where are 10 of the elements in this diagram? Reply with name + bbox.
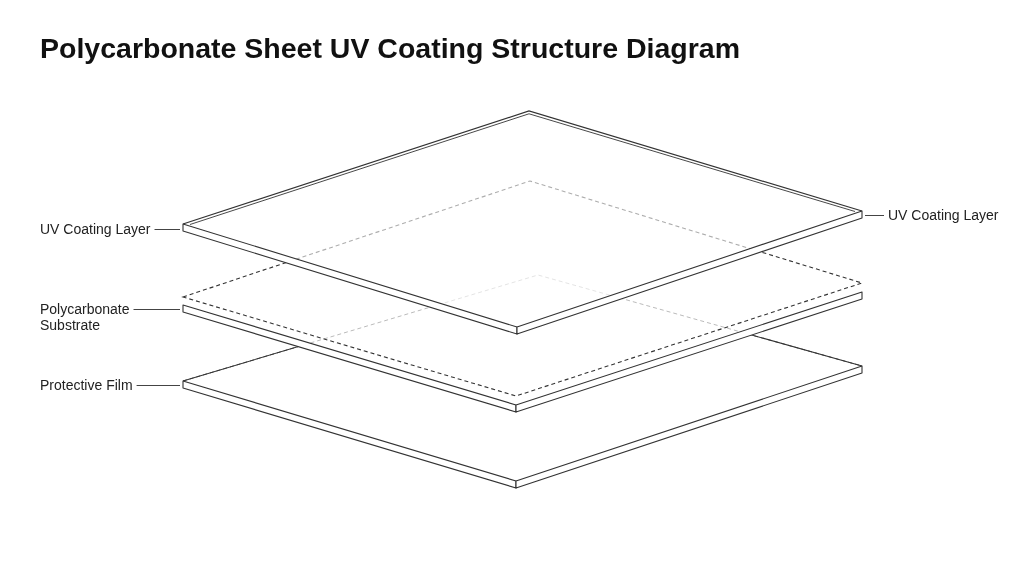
leader-line — [133, 309, 181, 310]
layer-label: Protective Film — [40, 377, 133, 393]
diagram-title: Polycarbonate Sheet UV Coating Structure Diagram — [40, 31, 740, 65]
leader-line — [864, 215, 885, 216]
layer-label: UV Coating Layer — [888, 207, 999, 223]
leader-line — [136, 385, 181, 386]
layer-label: Polycarbonate Substrate — [40, 301, 130, 333]
layer-label: UV Coating Layer — [40, 221, 151, 237]
leader-line — [154, 229, 181, 230]
top-sheet — [182, 110, 863, 335]
